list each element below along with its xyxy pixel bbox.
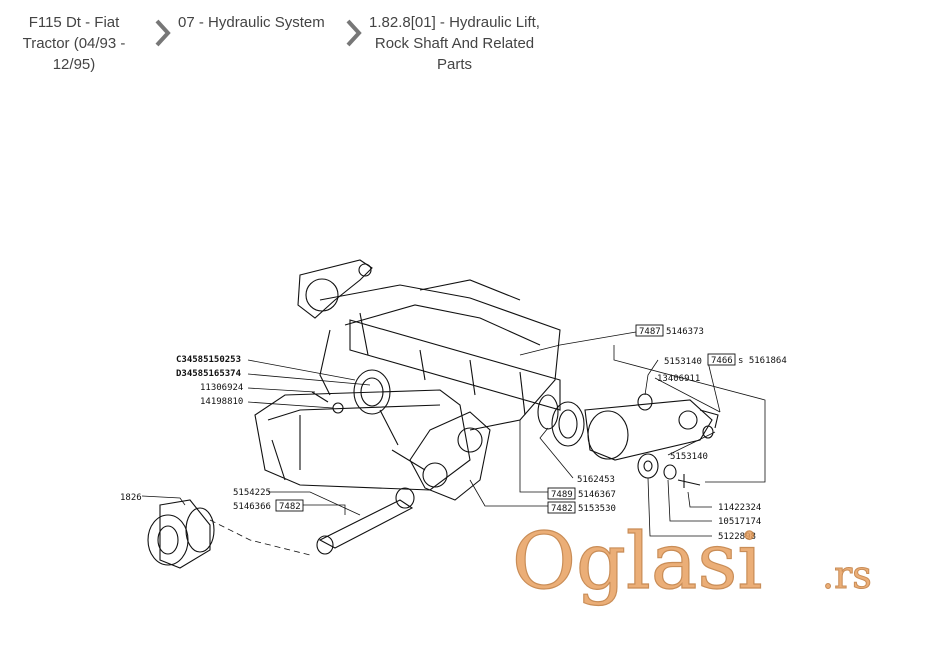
ref-7489: 7489 — [551, 490, 573, 500]
part-5146367: 5146367 — [578, 490, 616, 500]
ref-7487: 7487 — [639, 327, 661, 337]
ref-box — [547, 501, 576, 514]
ref-7482-b: 7482 — [279, 502, 301, 512]
chevron-right-icon — [155, 19, 171, 47]
part-11306924: 11306924 — [200, 383, 243, 393]
part-5161864: s 5161864 — [738, 356, 787, 366]
part-5153140-a: 5153140 — [664, 357, 702, 367]
part-13406911: 13406911 — [657, 374, 700, 384]
part-5153140-b: 5153140 — [670, 452, 708, 462]
part-5153530: 5153530 — [578, 504, 616, 514]
part-5146366: 5146366 — [233, 502, 271, 512]
part-5162453: 5162453 — [577, 475, 615, 485]
part-labels: 7487 5146373 5153140 7466 s 5161864 1340… — [120, 324, 787, 542]
part-5146373: 5146373 — [666, 327, 704, 337]
ref-7466: 7466 — [711, 356, 733, 366]
ref-box — [635, 324, 664, 337]
breadcrumb-item-group[interactable]: 07 - Hydraulic System — [178, 14, 325, 31]
part-5122898: 5122898 — [718, 532, 756, 542]
ref-7482-a: 7482 — [551, 504, 573, 514]
part-11422324: 11422324 — [718, 503, 761, 513]
part-10517174: 10517174 — [718, 517, 761, 527]
breadcrumb-item-current: 1.82.8[01] - Hydraulic Lift, Rock Shaft … — [369, 14, 540, 73]
part-c34585150253: C34585150253 — [176, 355, 241, 365]
ref-box — [275, 499, 304, 512]
oglasi-watermark: Oglasi .rs — [511, 516, 872, 607]
leader-lines — [141, 331, 766, 556]
part-d34585165374: D34585165374 — [176, 369, 242, 379]
watermark-brand: Oglasi — [512, 517, 762, 607]
part-14198810: 14198810 — [200, 397, 243, 407]
ref-box — [547, 487, 576, 500]
part-5154225: 5154225 — [233, 488, 271, 498]
chevron-right-icon — [346, 19, 362, 47]
ref-box — [707, 353, 736, 366]
part-1826: 1826 — [120, 493, 142, 503]
watermark-suffix: .rs — [822, 553, 872, 597]
breadcrumb-item-model[interactable]: F115 Dt - Fiat Tractor (04/93 - 12/95) — [22, 14, 126, 73]
